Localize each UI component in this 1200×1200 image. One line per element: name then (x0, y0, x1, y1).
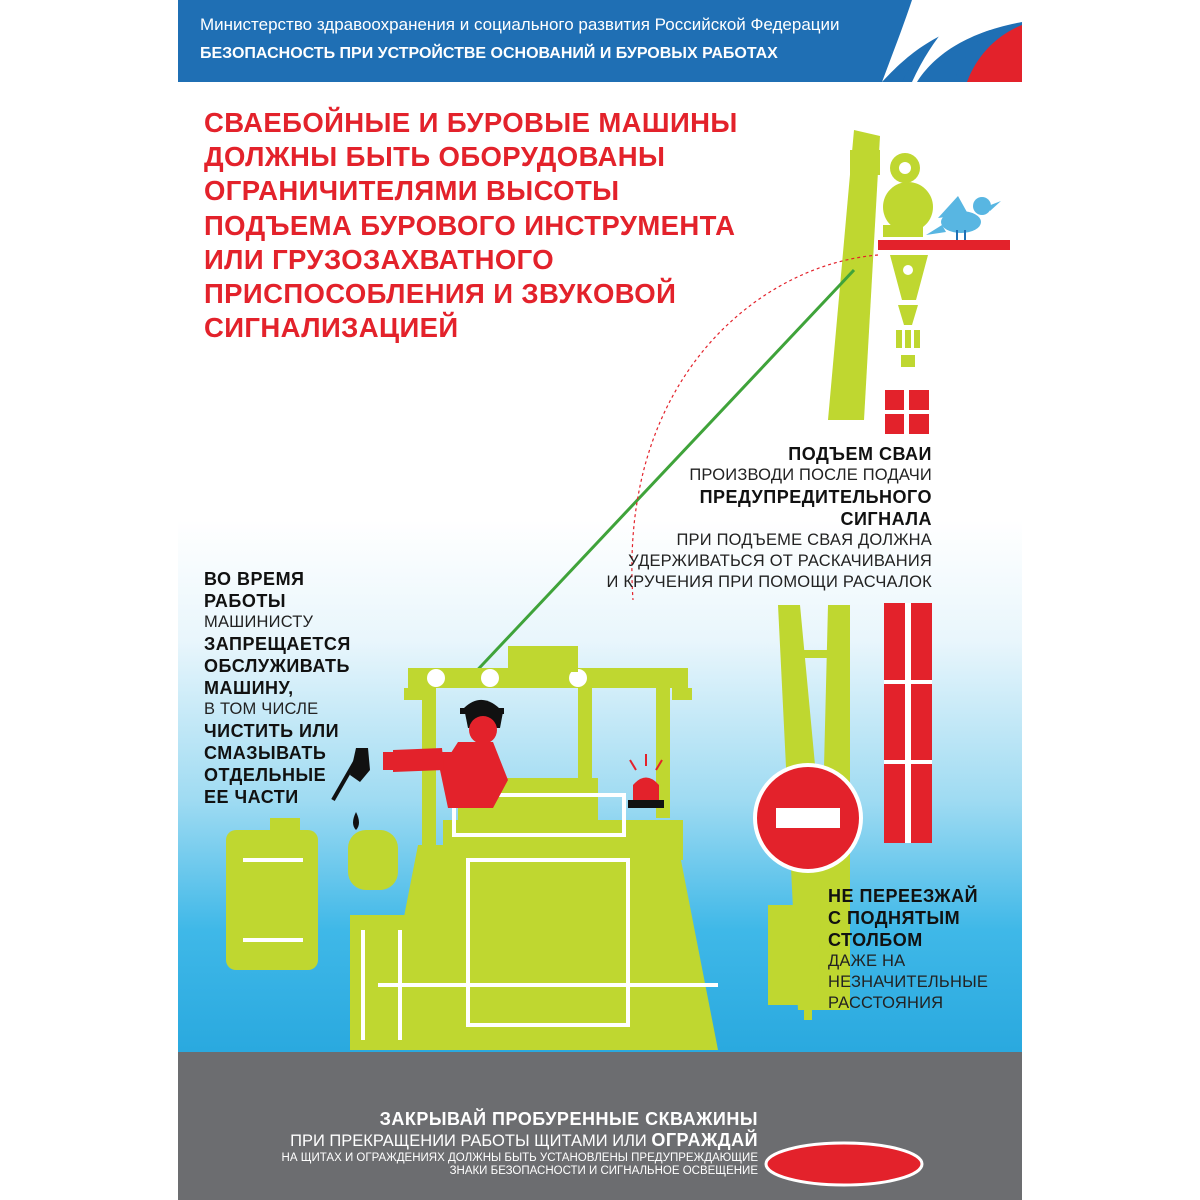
no-entry-sign-icon (753, 763, 863, 1020)
main-title-line: СИГНАЛИЗАЦИЕЙ (204, 312, 459, 344)
boreholes-text: ЗАКРЫВАЙ ПРОБУРЕННЫЕ СКВАЖИНЫ ПРИ ПРЕКРА… (282, 1108, 758, 1178)
series-title: БЕЗОПАСНОСТЬ ПРИ УСТРОЙСТВЕ ОСНОВАНИЙ И … (200, 45, 778, 62)
pile-lift-line: ПРОИЗВОДИ ПОСЛЕ ПОДАЧИ (689, 466, 932, 484)
boreholes-line: ПРИ ПРЕКРАЩЕНИИ РАБОТЫ ЩИТАМИ ИЛИ ОГРАЖД… (282, 1130, 758, 1152)
bird-icon (926, 196, 1001, 240)
pile-lift-line: ПРИ ПОДЪЕМЕ СВАЯ ДОЛЖНА (676, 531, 932, 549)
main-title-line: ДОЛЖНЫ БЫТЬ ОБОРУДОВАНЫ (204, 141, 666, 173)
during-work-line: ЕЕ ЧАСТИ (204, 787, 299, 807)
no-cross-text: НЕ ПЕРЕЕЗЖАЙ С ПОДНЯТЫМ СТОЛБОМ ДАЖЕ НА … (828, 885, 988, 1014)
boreholes-line-a: ПРИ ПРЕКРАЩЕНИИ РАБОТЫ ЩИТАМИ ИЛИ (290, 1132, 652, 1150)
height-limiter-bar (878, 240, 1010, 250)
hanging-pile (884, 390, 932, 843)
during-work-line: МАШИНИСТУ (204, 613, 314, 631)
machine-outline-lines (243, 793, 718, 1040)
pile-driver-mast (828, 130, 933, 420)
main-title-line: ОГРАНИЧИТЕЛЯМИ ВЫСОТЫ (204, 175, 620, 207)
no-cross-line: ДАЖЕ НА (828, 952, 906, 970)
pile-lift-text: ПОДЪЕМ СВАИ ПРОИЗВОДИ ПОСЛЕ ПОДАЧИ ПРЕДУ… (606, 443, 932, 593)
during-work-line: ЧИСТИТЬ ИЛИ (204, 721, 340, 741)
pile-lift-line: УДЕРЖИВАТЬСЯ ОТ РАСКАЧИВАНИЯ (628, 552, 932, 570)
illustration (226, 130, 1010, 1187)
during-work-line: ОБСЛУЖИВАТЬ (204, 656, 350, 676)
ministry-name: Министерство здравоохранения и социально… (200, 15, 840, 34)
main-title: СВАЕБОЙНЫЕ И БУРОВЫЕ МАШИНЫ ДОЛЖНЫ БЫТЬ … (204, 106, 844, 345)
during-work-line: В ТОМ ЧИСЛЕ (204, 700, 319, 718)
during-work-line: ВО ВРЕМЯ (204, 569, 305, 589)
poster-header: Министерство здравоохранения и социально… (178, 0, 1022, 82)
pile-lift-line: СИГНАЛА (840, 509, 932, 529)
no-cross-line: РАССТОЯНИЯ (828, 994, 944, 1012)
flag-graphic (882, 0, 1022, 82)
boreholes-heading: ЗАКРЫВАЙ ПРОБУРЕННЫЕ СКВАЖИНЫ (379, 1109, 758, 1129)
oil-can-icon (331, 748, 370, 830)
pile-lift-line: ПРЕДУПРЕДИТЕЛЬНОГО (699, 487, 932, 507)
rope-line (466, 268, 856, 682)
borehole-cover (764, 1141, 924, 1187)
during-work-line: ОТДЕЛЬНЫЕ (204, 765, 327, 785)
pile-lift-line: И КРУЧЕНИЯ ПРИ ПОМОЩИ РАСЧАЛОК (606, 573, 932, 591)
during-work-line: ЗАПРЕЩАЕТСЯ (204, 634, 351, 654)
during-work-line: РАБОТЫ (204, 591, 286, 611)
boreholes-line-b: ОГРАЖДАЙ (651, 1130, 758, 1150)
main-title-line: СВАЕБОЙНЫЕ И БУРОВЫЕ МАШИНЫ (204, 107, 738, 138)
boreholes-note: НА ЩИТАХ И ОГРАЖДЕНИЯХ ДОЛЖНЫ БЫТЬ УСТАН… (281, 1152, 758, 1164)
signal-dashed-line (631, 254, 879, 601)
during-work-text: ВО ВРЕМЯ РАБОТЫ МАШИНИСТУ ЗАПРЕЩАЕТСЯ ОБ… (204, 568, 351, 808)
main-title-line: ИЛИ ГРУЗОЗАХВАТНОГО (204, 243, 555, 275)
no-cross-line: НЕЗНАЧИТЕЛЬНЫЕ (828, 973, 989, 991)
during-work-line: СМАЗЫВАТЬ (204, 743, 327, 763)
no-cross-line: СТОЛБОМ (828, 930, 923, 950)
main-title-line: ПОДЪЕМА БУРОВОГО ИНСТРУМЕНТА (204, 209, 736, 241)
no-cross-line: С ПОДНЯТЫМ (828, 908, 961, 928)
operator-figure (383, 699, 508, 808)
safety-poster: Министерство здравоохранения и социально… (178, 0, 1022, 1200)
main-title-line: ПРИСПОСОБЛЕНИЯ И ЗВУКОВОЙ (204, 278, 677, 310)
pile-lift-heading: ПОДЪЕМ СВАИ (788, 444, 932, 464)
no-cross-line: НЕ ПЕРЕЕЗЖАЙ (828, 886, 978, 906)
during-work-line: МАШИНУ, (204, 678, 294, 698)
warning-beacon-icon (628, 754, 664, 808)
boreholes-note: ЗНАКИ БЕЗОПАСНОСТИ И СИГНАЛЬНОЕ ОСВЕЩЕНИ… (449, 1165, 758, 1177)
